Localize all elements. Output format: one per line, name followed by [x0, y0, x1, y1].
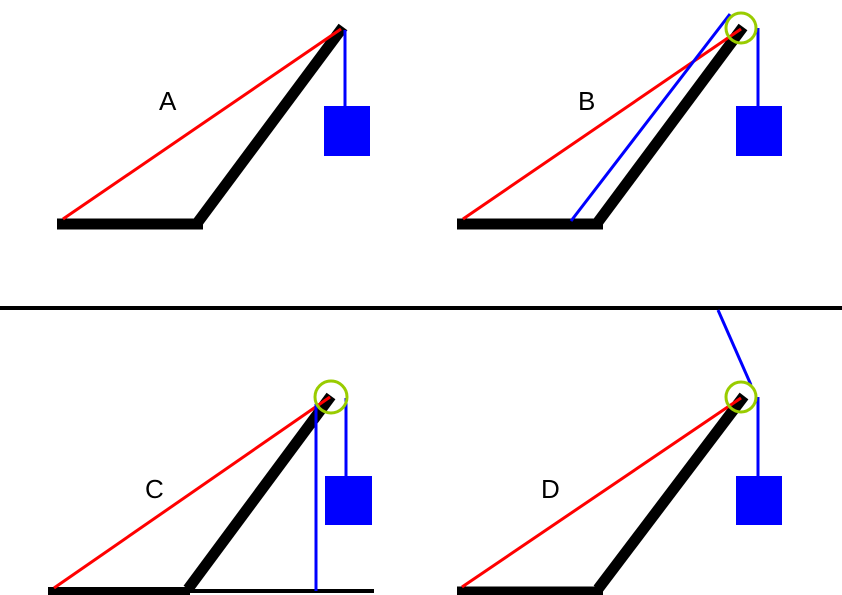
- panel-a: A: [57, 23, 370, 230]
- panel-a-boom: [193, 23, 348, 226]
- panel-c-pulley-ring-icon: [313, 379, 349, 415]
- panel-b: B: [457, 11, 782, 230]
- panel-c-weight: [325, 476, 372, 525]
- panel-d-label: D: [541, 474, 560, 504]
- panel-a-label: A: [159, 86, 177, 116]
- panel-b-label: B: [578, 86, 595, 116]
- panel-b-weight: [736, 106, 782, 156]
- panel-d-upward-rope: [716, 309, 753, 386]
- panel-d-tie-line: [461, 396, 742, 589]
- panel-a-tie-line: [62, 27, 342, 221]
- panel-a-weight: [324, 106, 370, 156]
- panel-d-weight: [736, 476, 782, 525]
- panel-d: D: [457, 309, 782, 595]
- panel-c: C: [48, 379, 374, 595]
- panel-b-boom: [593, 23, 748, 226]
- panel-d-pulley-ring-icon: [724, 380, 758, 414]
- panel-c-label: C: [145, 474, 164, 504]
- panel-b-pulling-rope: [569, 13, 732, 222]
- panel-c-boom: [183, 392, 336, 593]
- panel-d-boom: [593, 392, 749, 593]
- panel-b-pulley-ring-icon: [724, 11, 758, 45]
- panel-c-tie-line: [53, 395, 331, 590]
